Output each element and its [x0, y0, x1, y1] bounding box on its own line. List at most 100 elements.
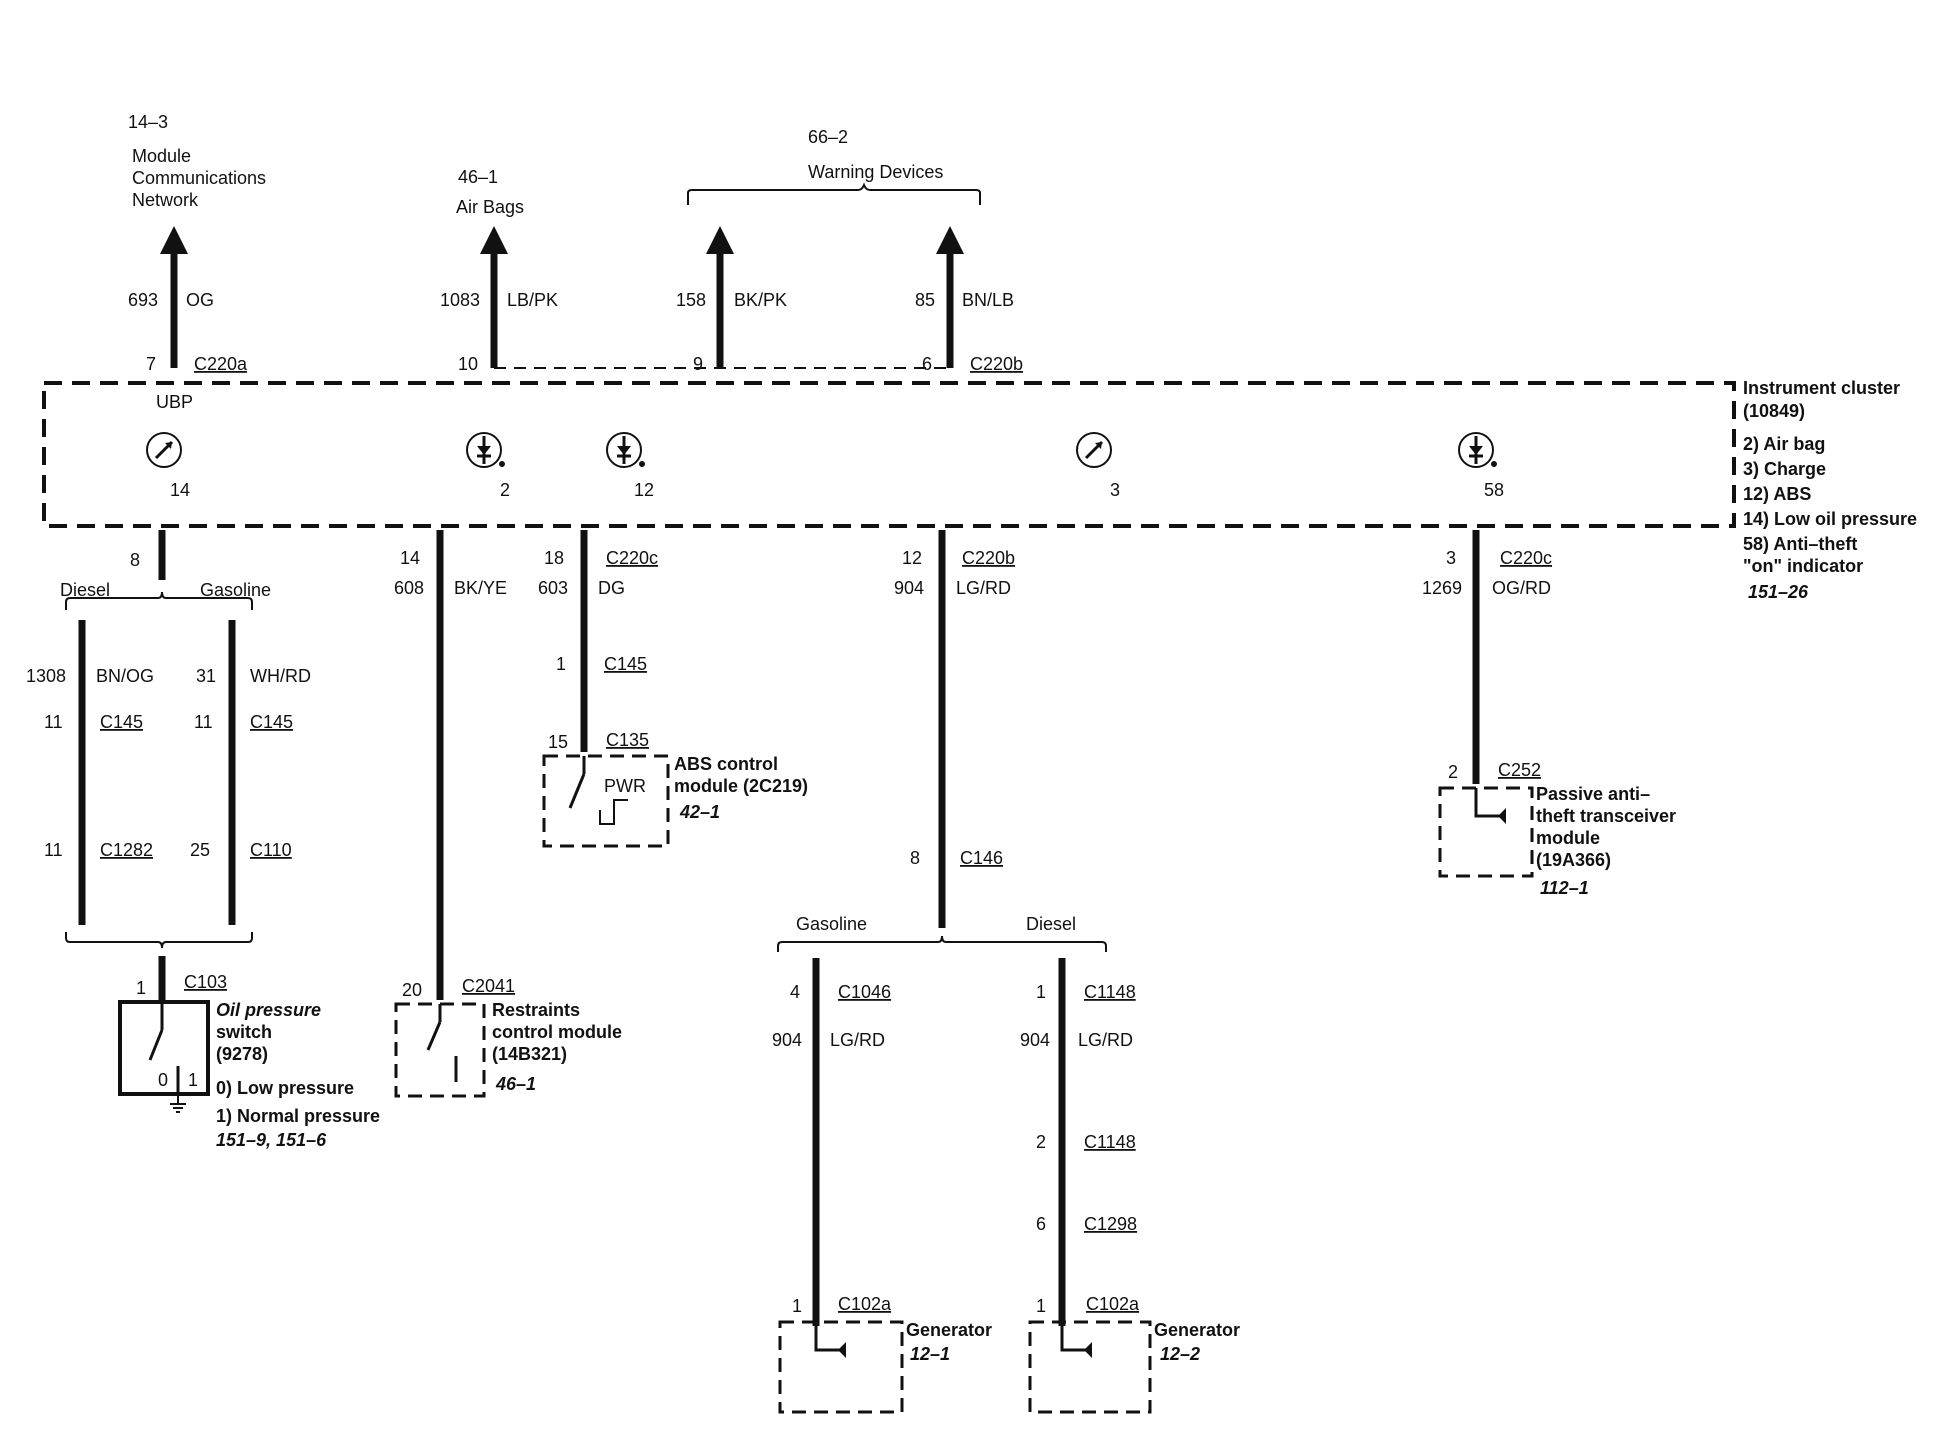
- circuit-number: 158: [676, 290, 706, 310]
- splice-brace: [65, 591, 253, 610]
- module-title: theft transceiver: [1536, 806, 1676, 826]
- module-part: (19A366): [1536, 850, 1611, 870]
- airbags-destination: 46–1 Air Bags: [456, 167, 524, 217]
- ubp-label: UBP: [156, 392, 193, 412]
- pin-number: 1: [792, 1296, 802, 1316]
- upper-wire-1083: 1083 LB/PK 10: [440, 226, 558, 374]
- upper-wire-85: 85 BN/LB 6 C220b: [915, 226, 1023, 374]
- connector-label: C220b: [962, 548, 1015, 568]
- connector-label: C102a: [1086, 1294, 1140, 1314]
- pin-number: 8: [910, 848, 920, 868]
- pin-number: 7: [146, 354, 156, 374]
- switch-title: switch: [216, 1022, 272, 1042]
- connector-label: C1148: [1084, 1132, 1136, 1152]
- warning-label: Warning Devices: [808, 162, 943, 182]
- pin-number: 8: [130, 550, 140, 570]
- cluster-part: (10849): [1743, 401, 1805, 421]
- module-title: control module: [492, 1022, 622, 1042]
- module-title: Restraints: [492, 1000, 580, 1020]
- legend-item: 3) Charge: [1743, 459, 1826, 479]
- wire-color: LB/PK: [507, 290, 558, 310]
- mcn-line1: Module: [132, 146, 191, 166]
- airbags-ref: 46–1: [458, 167, 498, 187]
- generator-title: Generator: [906, 1320, 992, 1340]
- restraints-circuit: 14 608 BK/YE 20 C2041 Restraints control…: [394, 530, 622, 1098]
- circuit-number: 904: [772, 1030, 802, 1050]
- pin-number: 11: [194, 712, 213, 732]
- switch-state-0: 0) Low pressure: [216, 1078, 354, 1098]
- switch-part: (9278): [216, 1044, 268, 1064]
- connector-label: C135: [606, 730, 649, 750]
- connector-label: C220a: [194, 354, 248, 374]
- connector-label: C102a: [838, 1294, 892, 1314]
- pin-number: 1: [1036, 982, 1046, 1002]
- wire-color: DG: [598, 578, 625, 598]
- wire-color: OG: [186, 290, 214, 310]
- circuit-number: 904: [894, 578, 924, 598]
- wire-color: BK/PK: [734, 290, 787, 310]
- module-title: ABS control: [674, 754, 778, 774]
- pin-number: 9: [693, 354, 703, 374]
- legend-item: 2) Air bag: [1743, 434, 1825, 454]
- pin-number: 2: [1036, 1132, 1046, 1152]
- pin-number: 11: [44, 712, 63, 732]
- module-ref: 42–1: [679, 802, 720, 822]
- legend-item: 14) Low oil pressure: [1743, 509, 1917, 529]
- gauge-icon: [1076, 432, 1112, 468]
- circuit-number: 1308: [26, 666, 66, 686]
- connector-label: C1046: [838, 982, 891, 1002]
- gasoline-label: Gasoline: [200, 580, 271, 600]
- mcn-destination: 14–3 Module Communications Network: [128, 112, 266, 210]
- connector-label: C1298: [1084, 1214, 1137, 1234]
- connector-label: C252: [1498, 760, 1541, 780]
- upper-wire-158: 158 BK/PK 9: [676, 226, 787, 374]
- pin-number: 6: [1036, 1214, 1046, 1234]
- diesel-label: Diesel: [1026, 914, 1076, 934]
- pin-number: 6: [922, 354, 932, 374]
- warning-ref: 66–2: [808, 127, 848, 147]
- gasoline-label: Gasoline: [796, 914, 867, 934]
- mcn-line2: Communications: [132, 168, 266, 188]
- pin-number: 11: [44, 840, 63, 860]
- pin-number: 20: [402, 980, 422, 1000]
- wire-color: LG/RD: [830, 1030, 885, 1050]
- wire-color: BK/YE: [454, 578, 507, 598]
- mcn-line3: Network: [132, 190, 199, 210]
- module-title: Passive anti–: [1536, 784, 1650, 804]
- oil-pressure-switch-box: [118, 1000, 210, 1096]
- switch-ref: 151–9, 151–6: [216, 1130, 327, 1150]
- module-ref: 46–1: [495, 1074, 536, 1094]
- indicator-2-num: 2: [500, 480, 510, 500]
- connector-label: C110: [250, 840, 292, 860]
- legend-item: 58) Anti–theft: [1743, 534, 1857, 554]
- connector-label: C1282: [100, 840, 153, 860]
- module-part: (14B321): [492, 1044, 567, 1064]
- circuit-number: 1269: [1422, 578, 1462, 598]
- indicator-12-num: 12: [634, 480, 654, 500]
- splice-brace: [777, 935, 1107, 952]
- instrument-cluster: UBP 14 2 12 3: [42, 378, 1917, 602]
- circuit-number: 904: [1020, 1030, 1050, 1050]
- pin-number: 18: [544, 548, 564, 568]
- pin-number: 1: [136, 978, 146, 998]
- circuit-number: 693: [128, 290, 158, 310]
- generator-ref: 12–1: [910, 1344, 950, 1364]
- switch-title: Oil pressure: [216, 1000, 321, 1020]
- diode-lamp-icon: [466, 432, 505, 468]
- pin-number: 10: [458, 354, 478, 374]
- connector-label: C146: [960, 848, 1003, 868]
- generator-title: Generator: [1154, 1320, 1240, 1340]
- switch-state-1: 1) Normal pressure: [216, 1106, 380, 1126]
- switch-icon: [426, 1004, 458, 1082]
- cluster-outline: [42, 381, 1736, 528]
- indicator-3-num: 3: [1110, 480, 1120, 500]
- pin-number: 12: [902, 548, 922, 568]
- generator-terminal: [814, 1322, 846, 1352]
- module-title: module (2C219): [674, 776, 808, 796]
- connector-label: C220c: [1500, 548, 1552, 568]
- splice-brace: [65, 932, 253, 949]
- pin-number: 4: [790, 982, 800, 1002]
- diode-lamp-icon: [1458, 432, 1497, 468]
- connector-label: C220c: [606, 548, 658, 568]
